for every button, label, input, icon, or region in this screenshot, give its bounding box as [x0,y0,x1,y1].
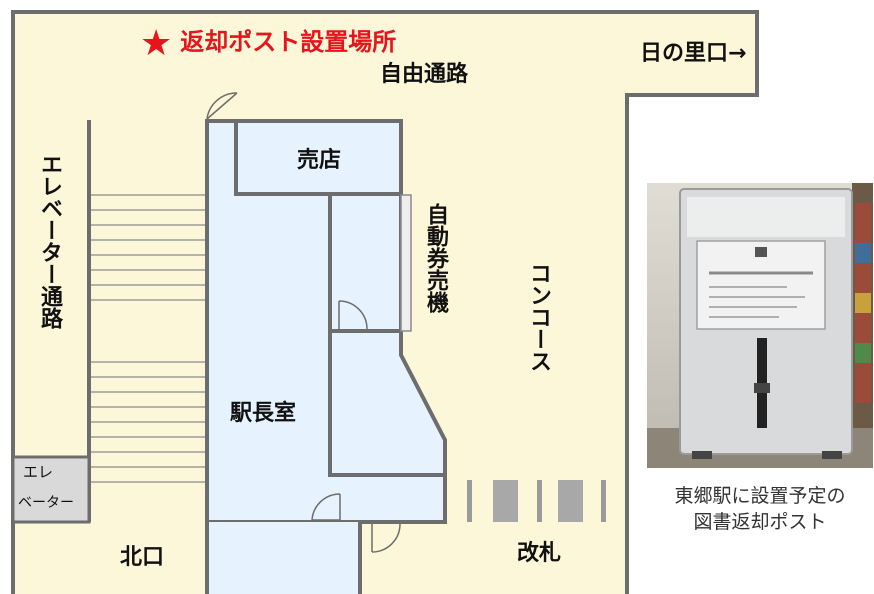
station-office-label: 駅長室 [230,401,297,426]
concourse-label: コンコース [526,262,551,372]
caption-line-2: 図書返却ポスト [693,511,827,533]
elevator-label-line2: ベーター [18,495,74,511]
ticket-gate-label: 改札 [517,541,562,566]
title-text: 返却ポスト設置場所 [180,28,397,56]
lower-room [207,522,360,594]
caption-line-1: 東郷駅に設置予定の [674,485,846,507]
walkway-label: 自由通路 [380,62,469,87]
return-post-location-title: ★返却ポスト設置場所 [140,22,396,64]
elevator-box [11,455,91,524]
star-icon: ★ [140,23,173,64]
back-room [328,192,403,333]
kiosk-label: 売店 [297,148,342,173]
photo-caption: 東郷駅に設置予定の 図書返却ポスト [645,483,874,535]
exit-hinosato-label: 日の里口→ [640,41,747,66]
north-exit-label: 北口 [120,545,165,570]
elevator-passage-label: エレベーター通路 [37,153,62,329]
ticket-gates [467,480,606,522]
ticket-machine-strip [400,194,412,332]
ticket-machine-label: 自動券売機 [423,203,448,313]
return-post-illustration [647,183,873,468]
doors [206,92,401,553]
outer-wall [11,10,759,594]
elevator-label-line1: エレ [23,463,54,481]
kiosk-room [234,119,403,196]
return-post-photo [647,183,873,468]
stairs [91,194,205,483]
